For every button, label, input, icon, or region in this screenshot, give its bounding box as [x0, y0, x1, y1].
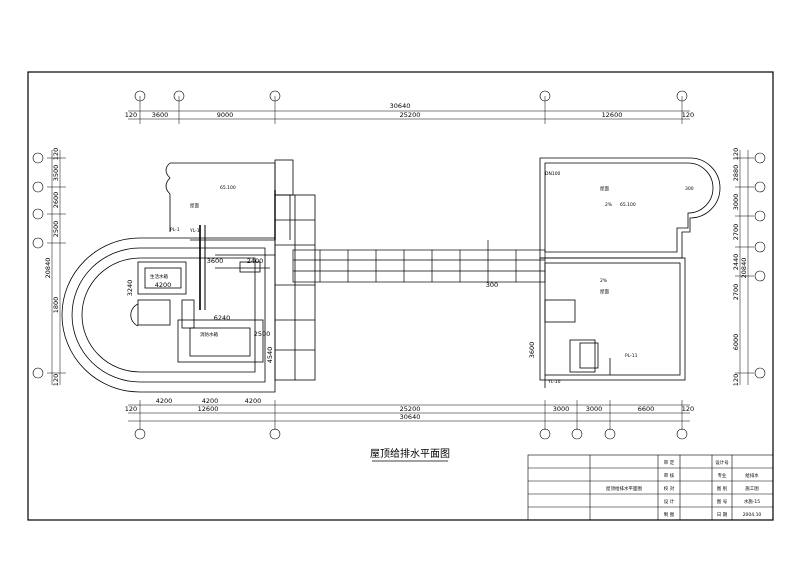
- left-room-label: 屋面: [190, 203, 199, 209]
- inner-3600b: 3600: [528, 342, 536, 359]
- tb-v3: 施工图: [745, 485, 759, 492]
- inner-3240: 3240: [126, 280, 134, 297]
- right-dim-d: 2700: [732, 284, 740, 301]
- tb-r4: 设 计: [664, 498, 675, 505]
- inner-300: 300: [486, 281, 498, 289]
- bottom-left-edge: 120: [125, 405, 137, 413]
- tb-v4: 水施-15: [744, 498, 760, 505]
- top-seg3-dim: 12600: [602, 111, 623, 119]
- left-dim-d: 1800: [52, 297, 60, 314]
- d300-label: 300: [685, 186, 694, 192]
- right-top-edge: 120: [732, 148, 740, 160]
- slope-label-2: 2%: [600, 278, 608, 284]
- inner-4200: 4200: [155, 281, 172, 289]
- right-dimensions: [735, 150, 754, 385]
- top-axis-bubbles: [134, 90, 688, 102]
- bottom-left-dim: 12600: [198, 405, 219, 413]
- tb-r1: 审 定: [664, 459, 675, 466]
- bottom-dimensions: [128, 400, 690, 430]
- top-overall-dim: 30640: [390, 102, 411, 110]
- left-bottom-edge: 120: [52, 374, 60, 386]
- tank-label-2: 生活水箱: [150, 273, 168, 280]
- inner-6240: 6240: [214, 314, 231, 322]
- bottom-overall-dim: 30640: [400, 413, 421, 421]
- bottom-seg-e: 3000: [586, 405, 603, 413]
- right-room-top-label: 屋面: [600, 186, 609, 192]
- top-seg1-dim: 3600: [152, 111, 169, 119]
- right-dim-f: 2880: [732, 165, 740, 182]
- pipe-c-label: PL-11: [625, 353, 638, 359]
- tb-project: 屋顶给排水平面图: [606, 485, 642, 492]
- left-top-edge: 120: [52, 148, 60, 160]
- tb-c1: 设计号: [715, 459, 729, 466]
- bottom-axis-bubbles: [134, 428, 688, 440]
- slope-label: 2%: [605, 202, 613, 208]
- left-axis-bubbles: [32, 152, 44, 379]
- tb-v2: 给排水: [745, 472, 759, 479]
- tb-r5: 制 图: [664, 511, 675, 518]
- right-total-dim: 20840: [740, 258, 748, 279]
- bottom-seg-a: 4200: [156, 397, 173, 405]
- top-dimensions: [128, 96, 690, 124]
- title-block: [527, 454, 774, 521]
- elev-left: 65.100: [220, 185, 236, 191]
- top-seg2-dim: 9000: [217, 111, 234, 119]
- inner-2500: 2500: [254, 330, 271, 338]
- left-dim-a: 3500: [52, 165, 60, 182]
- corridor-bridge: [292, 240, 546, 283]
- drawing-title: 屋顶给排水平面图: [370, 447, 450, 460]
- tb-v5: 2004.10: [743, 512, 762, 518]
- elev-right: 65.100: [620, 202, 636, 208]
- bottom-right-edge: 120: [682, 405, 694, 413]
- bottom-seg-c: 4200: [245, 397, 262, 405]
- bottom-mid-dim: 25200: [400, 405, 421, 413]
- tb-c2: 专业: [718, 472, 727, 479]
- right-room-bottom-label: 屋面: [600, 289, 609, 295]
- bottom-seg-b: 4200: [202, 397, 219, 405]
- right-dim-a: 3000: [732, 194, 740, 211]
- left-dim-b: 2600: [52, 192, 60, 209]
- left-dimensions: [47, 150, 66, 385]
- pipe-b-label: YL-1: [189, 228, 200, 234]
- tb-r3: 校 对: [664, 485, 675, 492]
- left-building: [61, 159, 316, 393]
- bottom-seg-f: 6600: [638, 405, 655, 413]
- tb-c5: 日 期: [717, 512, 728, 518]
- top-mid-dim: 25200: [400, 111, 421, 119]
- right-dim-e: 6000: [732, 334, 740, 351]
- left-total-dim: 20840: [44, 258, 52, 279]
- bottom-seg-d: 3000: [553, 405, 570, 413]
- tank-label: 消防水箱: [200, 331, 218, 338]
- inner-3600: 3600: [207, 257, 224, 265]
- right-building: [539, 157, 721, 388]
- top-left-edge-dim: 120: [125, 111, 137, 119]
- right-bottom-edge: 120: [732, 374, 740, 386]
- tb-r2: 审 核: [664, 472, 675, 479]
- dn-label: DN100: [545, 171, 561, 177]
- left-dim-c: 2500: [52, 221, 60, 238]
- right-dim-b: 2700: [732, 224, 740, 241]
- right-axis-bubbles: [754, 152, 766, 379]
- top-right-edge-dim: 120: [682, 111, 694, 119]
- right-dim-c: 2440: [732, 254, 740, 271]
- sheet-border: [27, 71, 774, 521]
- tb-c4: 图 号: [717, 499, 728, 505]
- pipe-d-label: YL-10: [547, 379, 561, 385]
- tb-c3: 图 别: [717, 485, 728, 492]
- inner-2400: 2400: [247, 257, 264, 265]
- inner-4540: 4540: [266, 347, 274, 364]
- pipe-a-label: PL-1: [170, 227, 180, 233]
